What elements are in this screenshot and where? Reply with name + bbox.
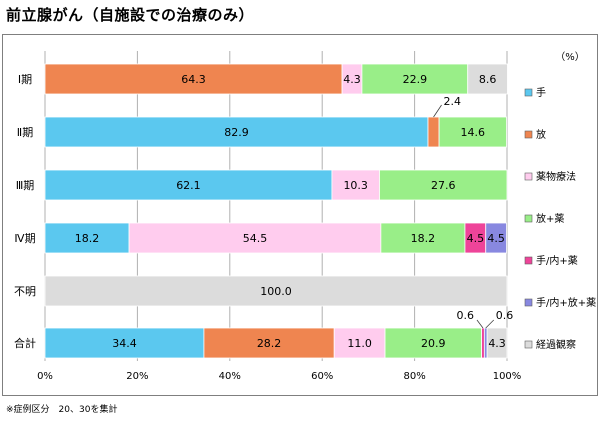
data-label: 11.0 xyxy=(347,337,372,350)
bar-segment xyxy=(44,63,343,95)
legend-label: 手 xyxy=(536,86,546,99)
data-label: 4.5 xyxy=(487,232,505,245)
bar-segment xyxy=(331,169,380,201)
category-label: Ⅳ期 xyxy=(14,232,35,245)
callout-line xyxy=(476,319,484,329)
bar-segment xyxy=(467,63,508,95)
chart-title: 前立腺がん（自施設での治療のみ） xyxy=(6,6,255,24)
bar-segment xyxy=(481,327,485,359)
bar-segment xyxy=(427,116,440,148)
footnote: ※症例区分 20、30を集計 xyxy=(6,405,118,415)
category-label: Ⅰ期 xyxy=(18,73,32,86)
bar-segment xyxy=(379,169,508,201)
chart-frame: 0% 20% 40% 60% 80% 100% Ⅰ期 Ⅱ期 Ⅲ期 Ⅳ期不明合計 64.3 4.3 22.… xyxy=(2,34,598,396)
bar-segment xyxy=(44,275,508,307)
data-label: 82.9 xyxy=(224,126,249,139)
x-tick-label: 0% xyxy=(37,371,53,382)
data-label: 8.6 xyxy=(479,73,497,86)
x-tick-label: 100% xyxy=(493,371,522,382)
data-label: 20.9 xyxy=(421,337,446,350)
legend-label: 放+薬 xyxy=(536,212,564,225)
legend-label: 手/内+薬 xyxy=(536,254,578,267)
bar-segment xyxy=(486,327,508,359)
data-label: 4.5 xyxy=(467,232,485,245)
bar-segment xyxy=(361,63,469,95)
category-label: 合計 xyxy=(14,336,36,350)
bar-segment xyxy=(44,116,429,148)
legend-label: 手/内+放+薬 xyxy=(536,296,596,309)
data-label: 14.6 xyxy=(461,126,486,139)
legend-swatch xyxy=(524,214,533,223)
data-label: 0.6 xyxy=(456,309,474,322)
data-label: 62.1 xyxy=(176,179,201,192)
x-tick-label: 20% xyxy=(126,371,148,382)
data-label: 10.3 xyxy=(343,179,368,192)
bar-segment xyxy=(485,222,507,254)
data-label: 54.5 xyxy=(243,232,268,245)
bar-segment xyxy=(333,327,386,359)
legend-swatch xyxy=(524,172,533,181)
x-tick-label: 40% xyxy=(219,371,241,382)
data-label: 0.6 xyxy=(496,309,514,322)
legend-swatch xyxy=(524,88,533,97)
legend-swatch xyxy=(524,340,533,349)
category-label: Ⅲ期 xyxy=(16,179,35,192)
bar-segment xyxy=(44,169,333,201)
bar-segment xyxy=(380,222,466,254)
legend-swatch xyxy=(524,298,533,307)
data-label: 18.2 xyxy=(75,232,100,245)
legend-swatch xyxy=(524,130,533,139)
data-label: 100.0 xyxy=(260,285,292,298)
data-label: 34.4 xyxy=(112,337,137,350)
x-tick-label: 80% xyxy=(403,371,425,382)
data-label: 4.3 xyxy=(488,337,506,350)
data-label: 27.6 xyxy=(431,179,456,192)
data-label: 22.9 xyxy=(403,73,428,86)
bar-segment xyxy=(438,116,507,148)
category-label: 不明 xyxy=(14,285,36,298)
bar-segment xyxy=(203,327,335,359)
callout-line xyxy=(433,104,442,118)
legend-label: 経過観察 xyxy=(536,338,576,351)
data-label: 28.2 xyxy=(257,337,282,350)
data-label: 2.4 xyxy=(444,95,462,108)
unit-label: （%） xyxy=(555,51,585,63)
data-label: 4.3 xyxy=(343,73,361,86)
x-tick-label: 60% xyxy=(311,371,333,382)
data-label: 18.2 xyxy=(411,232,436,245)
legend-label: 放 xyxy=(536,128,546,141)
legend-label: 薬物療法 xyxy=(536,170,576,183)
category-label: Ⅱ期 xyxy=(17,126,33,139)
bar-segment xyxy=(44,327,205,359)
bar-segment xyxy=(44,222,130,254)
data-label: 64.3 xyxy=(181,73,206,86)
callout-line xyxy=(485,319,495,329)
legend-swatch xyxy=(524,256,533,265)
bar-segment xyxy=(128,222,382,254)
bar-segment xyxy=(483,327,488,359)
